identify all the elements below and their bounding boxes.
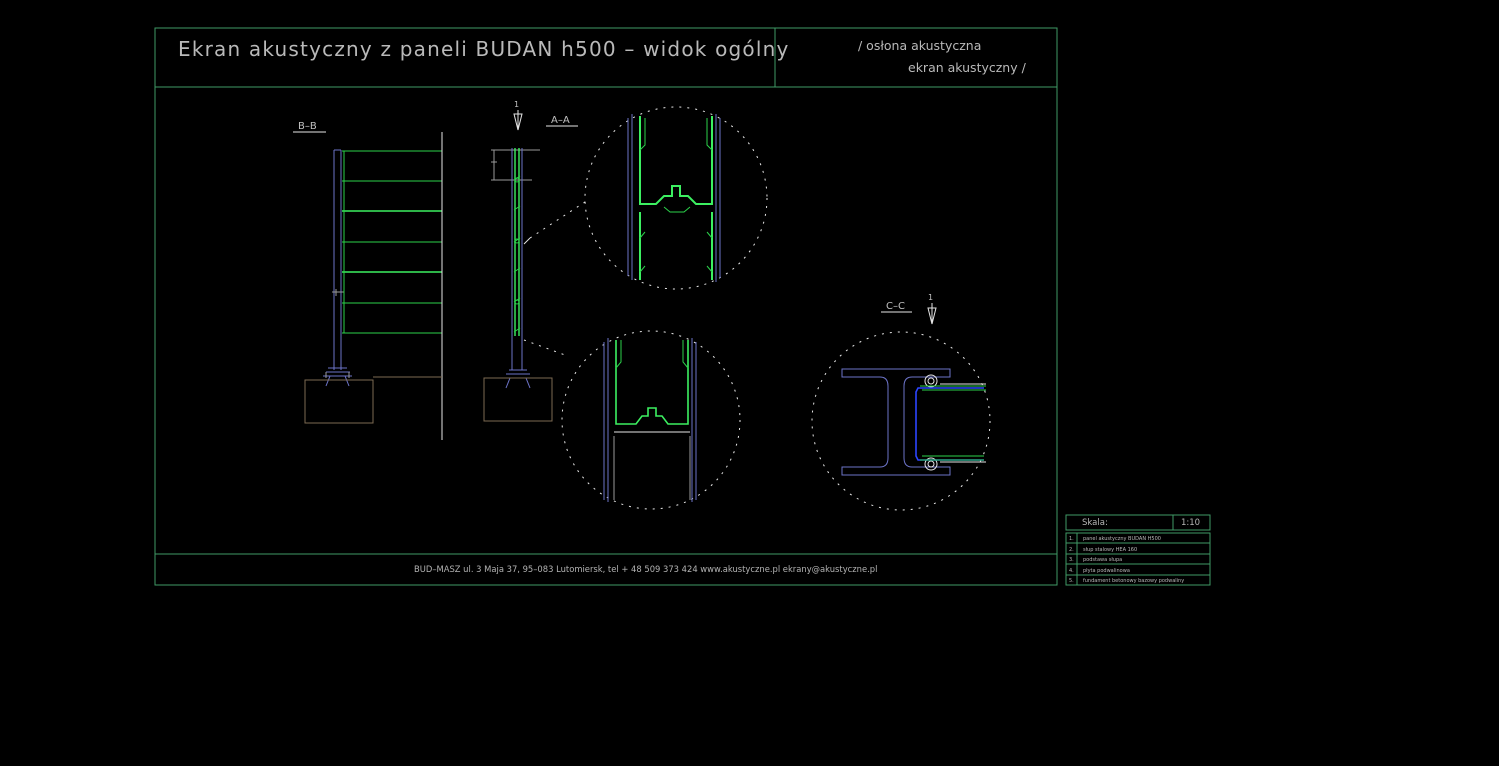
legend-scale-label: Skala: <box>1082 518 1108 528</box>
section-aa-label: A–A <box>551 115 570 126</box>
section-cc-arrow <box>927 303 937 325</box>
section-cc-view: C–C 1 <box>811 293 991 511</box>
legend-item-num: 2. <box>1069 547 1074 553</box>
section-aa-view: A–A 1 <box>483 100 589 422</box>
section-cc-marker: 1 <box>928 293 933 302</box>
drawing-frame <box>154 27 1058 586</box>
drawing-title: Ekran akustyczny z paneli BUDAN h500 – w… <box>178 37 790 61</box>
legend-item-num: 3. <box>1069 557 1074 563</box>
legend-item-num: 5. <box>1069 578 1074 584</box>
legend-item-text: podstawa słupa <box>1083 557 1122 563</box>
drawing-subtitle-line1: / osłona akustyczna <box>858 38 981 53</box>
detail-lower-panel-base <box>561 330 741 510</box>
legend-item-text: fundament betonowy bazowy podwaliny <box>1083 578 1184 584</box>
section-cc-label: C–C <box>886 301 905 312</box>
section-aa-arrow <box>513 110 523 131</box>
section-bb-label: B–B <box>298 121 317 132</box>
legend-item-text: panel akustyczny BUDAN H500 <box>1083 536 1161 542</box>
drawing-subtitle-line2: ekran akustyczny / <box>908 60 1027 75</box>
legend-item-text: słup stalowy HEA 160 <box>1083 547 1137 553</box>
legend-table: Skala: 1:10 1. panel akustyczny BUDAN H5… <box>1065 514 1211 586</box>
drawing-footer: BUD–MASZ ul. 3 Maja 37, 95–083 Lutomiers… <box>414 564 877 574</box>
section-bb-view: B–B <box>293 121 443 440</box>
legend-item-num: 4. <box>1069 568 1074 574</box>
legend-item-text: płyta podwalinowa <box>1083 568 1130 574</box>
legend-item-num: 1. <box>1069 536 1074 542</box>
legend-scale-value: 1:10 <box>1181 518 1200 528</box>
section-aa-marker: 1 <box>514 100 519 109</box>
detail-upper-panel-joint <box>584 106 768 290</box>
